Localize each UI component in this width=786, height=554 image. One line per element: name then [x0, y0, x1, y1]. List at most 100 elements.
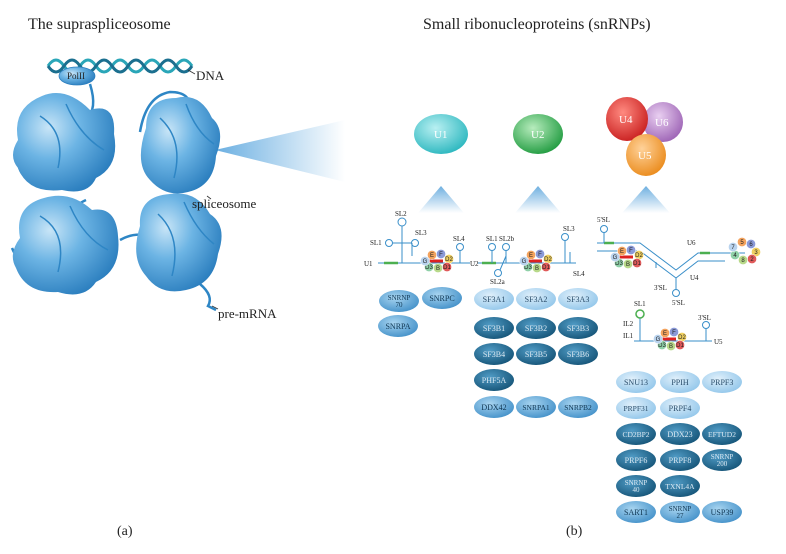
protein-ddx42: DDX42 [474, 396, 514, 418]
svg-text:SNRNP: SNRNP [388, 294, 411, 302]
u6-snrnp [643, 102, 683, 142]
sm-protein-7: 7 [728, 242, 738, 252]
protein-sf3b2: SF3B2 [516, 317, 556, 339]
spliceosome-blob-1 [13, 93, 116, 192]
svg-text:SNRNP: SNRNP [625, 479, 648, 487]
protein-sf3a2: SF3A2 [516, 288, 556, 310]
svg-text:PRPF3: PRPF3 [711, 378, 734, 387]
svg-text:SL2b: SL2b [499, 235, 515, 243]
svg-text:PPIH: PPIH [671, 378, 689, 387]
svg-text:SF3B5: SF3B5 [525, 350, 547, 359]
svg-text:D2: D2 [544, 257, 552, 263]
sm-protein-D1: D1 [675, 340, 685, 350]
svg-text:G: G [656, 337, 661, 343]
protein-snrpa1: SNRPA1 [516, 396, 556, 418]
svg-text:TXNL4A: TXNL4A [665, 482, 695, 491]
svg-text:SNRPB2: SNRPB2 [564, 403, 592, 412]
protein-sf3b4: SF3B4 [474, 343, 514, 365]
protein-prpf4: PRPF4 [660, 397, 700, 419]
svg-text:3: 3 [754, 250, 758, 256]
protein-prpf3: PRPF3 [702, 371, 742, 393]
sm-protein-G: G [420, 256, 430, 266]
svg-text:3'SL: 3'SL [698, 314, 711, 322]
sm-protein-8: 8 [738, 255, 748, 265]
u1-zoom-triangle [418, 186, 464, 213]
svg-text:SF3B1: SF3B1 [483, 324, 505, 333]
svg-text:8: 8 [741, 258, 745, 264]
left-title: The supraspliceosome [28, 16, 171, 33]
svg-text:D3: D3 [615, 261, 623, 267]
svg-text:B: B [626, 262, 630, 268]
protein-prpf31: PRPF31 [616, 397, 656, 419]
protein-prpf8: PRPF8 [660, 449, 700, 471]
u1-snrnp [414, 114, 468, 154]
svg-text:SF3A1: SF3A1 [483, 295, 506, 304]
spliceosome-blob-3 [12, 195, 119, 295]
svg-text:D1: D1 [676, 343, 684, 349]
svg-text:D1: D1 [542, 265, 550, 271]
svg-text:SF3B2: SF3B2 [525, 324, 547, 333]
svg-text:D2: D2 [635, 253, 643, 259]
sm-protein-D2: D2 [677, 332, 687, 342]
sm-protein-B: B [666, 341, 676, 351]
sm-protein-4: 4 [730, 250, 740, 260]
sm-protein-F: F [436, 249, 446, 259]
sm-protein-F: F [535, 249, 545, 259]
svg-text:SF3B4: SF3B4 [483, 350, 505, 359]
u4-snrnp [606, 97, 648, 141]
svg-text:U4: U4 [690, 274, 699, 282]
svg-text:PRPF8: PRPF8 [669, 456, 692, 465]
svg-text:B: B [669, 344, 673, 350]
svg-text:PHF5A: PHF5A [482, 376, 507, 385]
sm-protein-F: F [669, 327, 679, 337]
spliceosome-blob-2 [140, 96, 221, 194]
svg-text:6: 6 [749, 242, 753, 248]
u2-label: U2 [531, 129, 544, 141]
sm-protein-G: G [610, 252, 620, 262]
sm-protein-6: 6 [746, 239, 756, 249]
u5-snrnp [626, 134, 666, 176]
svg-text:SNRPC: SNRPC [429, 294, 454, 303]
sm-protein-2: 2 [747, 254, 757, 264]
dna-label: DNA [196, 68, 225, 83]
svg-text:2: 2 [750, 257, 754, 263]
svg-text:E: E [529, 253, 533, 259]
u5-rna-structure: SL1 IL2 IL1 3'SL U5 [623, 300, 723, 346]
svg-text:SL2a: SL2a [490, 278, 506, 286]
svg-text:5'SL: 5'SL [597, 216, 610, 224]
sm-protein-F: F [626, 245, 636, 255]
svg-text:SNRPA: SNRPA [385, 322, 410, 331]
u2-snrnp [513, 114, 563, 154]
svg-text:SF3A2: SF3A2 [525, 295, 548, 304]
svg-text:G: G [522, 259, 527, 265]
svg-text:E: E [663, 331, 667, 337]
protein-sf3b1: SF3B1 [474, 317, 514, 339]
caption-a: (a) [117, 524, 133, 539]
svg-text:E: E [620, 249, 624, 255]
spliceosome-label: spliceosome [192, 196, 256, 211]
svg-text:PRPF4: PRPF4 [669, 404, 692, 413]
svg-text:SNU13: SNU13 [624, 378, 648, 387]
sm-protein-D2: D2 [543, 254, 553, 264]
sm-protein-D1: D1 [632, 258, 642, 268]
svg-text:IL1: IL1 [623, 332, 634, 340]
svg-text:U5: U5 [714, 338, 723, 346]
svg-text:PRPF6: PRPF6 [625, 456, 648, 465]
sm-protein-D2: D2 [444, 254, 454, 264]
right-title: Small ribonucleoproteins (snRNPs) [423, 16, 651, 33]
u6-label: U6 [655, 117, 669, 129]
svg-text:SF3A3: SF3A3 [567, 295, 590, 304]
svg-text:SL3: SL3 [563, 225, 575, 233]
svg-text:DDX42: DDX42 [481, 403, 506, 412]
sm-protein-G: G [519, 256, 529, 266]
u5-label: U5 [638, 150, 652, 162]
svg-text:EFTUD2: EFTUD2 [708, 430, 736, 439]
svg-text:F: F [439, 252, 443, 258]
svg-text:D3: D3 [425, 265, 433, 271]
svg-text:70: 70 [396, 301, 404, 309]
